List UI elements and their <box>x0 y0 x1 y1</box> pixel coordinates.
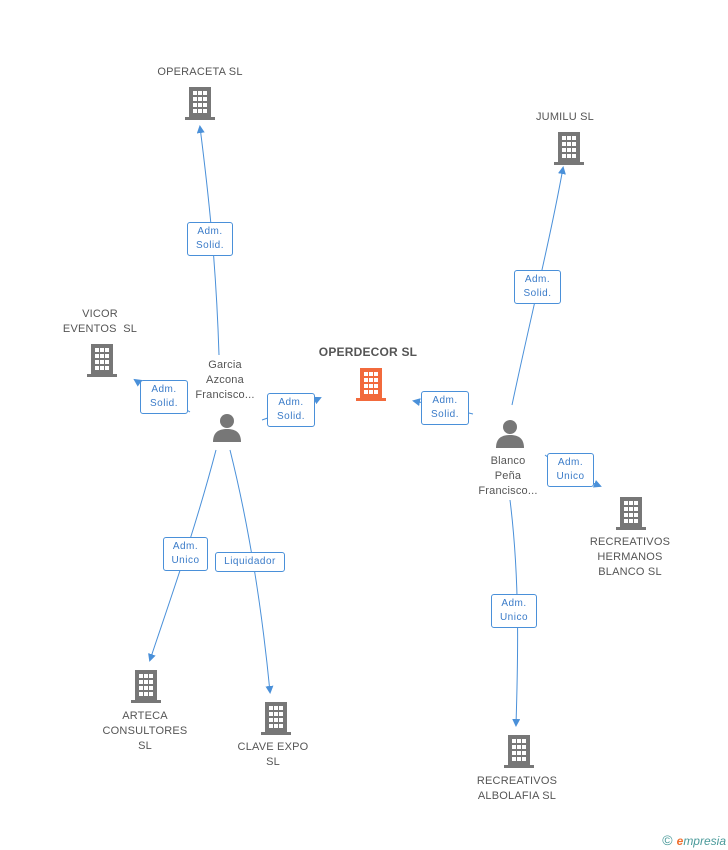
brand-initial: e <box>676 834 684 848</box>
person-label-garcia[interactable]: Garcia Azcona Francisco... <box>195 359 255 401</box>
company-label-recreativos-hermanos[interactable]: RECREATIVOS HERMANOS BLANCO SL <box>589 536 671 578</box>
company-label-recreativos-albolafia[interactable]: RECREATIVOS ALBOLAFIA SL <box>476 775 558 802</box>
person-icon[interactable] <box>212 412 242 442</box>
edge-label-adm-solid-blanco-operdecor[interactable]: Adm. Solid. <box>421 391 469 425</box>
edge-label-adm-unico-arteca[interactable]: Adm. Unico <box>163 537 208 571</box>
building-icon[interactable] <box>615 495 647 531</box>
edge-label-adm-unico-albolafia[interactable]: Adm. Unico <box>491 594 537 628</box>
company-label-arteca[interactable]: ARTECA CONSULTORES SL <box>102 710 188 752</box>
building-icon[interactable] <box>130 668 162 704</box>
copyright-icon: © <box>662 832 673 848</box>
company-label-operdecor[interactable]: OPERDECOR SL <box>318 345 418 359</box>
edge-label-adm-solid-operaceta[interactable]: Adm. Solid. <box>187 222 233 256</box>
edge-label-adm-solid-vicor[interactable]: Adm. Solid. <box>140 380 188 414</box>
building-icon[interactable] <box>86 342 118 378</box>
company-label-jumilu[interactable]: JUMILU SL <box>535 111 595 123</box>
building-icon[interactable] <box>184 85 216 121</box>
person-icon[interactable] <box>495 418 525 448</box>
edge-label-liquidador[interactable]: Liquidador <box>215 552 285 572</box>
edge-label-adm-solid-jumilu[interactable]: Adm. Solid. <box>514 270 561 304</box>
person-label-blanco[interactable]: Blanco Peña Francisco... <box>478 455 538 497</box>
company-label-vicor[interactable]: VICOR EVENTOS SL <box>62 308 138 335</box>
company-label-clave-expo[interactable]: CLAVE EXPO SL <box>237 741 309 768</box>
building-icon[interactable] <box>260 700 292 736</box>
edge-label-adm-solid-garcia-operdecor[interactable]: Adm. Solid. <box>267 393 315 427</box>
company-label-operaceta[interactable]: OPERACETA SL <box>157 66 243 78</box>
empresia-watermark: ©empresia <box>662 832 726 848</box>
building-icon[interactable] <box>553 130 585 166</box>
brand-name: mpresia <box>683 834 726 848</box>
edge-label-adm-unico-hermanos[interactable]: Adm. Unico <box>547 453 594 487</box>
building-icon[interactable] <box>503 733 535 769</box>
building-icon-main[interactable] <box>355 366 387 402</box>
